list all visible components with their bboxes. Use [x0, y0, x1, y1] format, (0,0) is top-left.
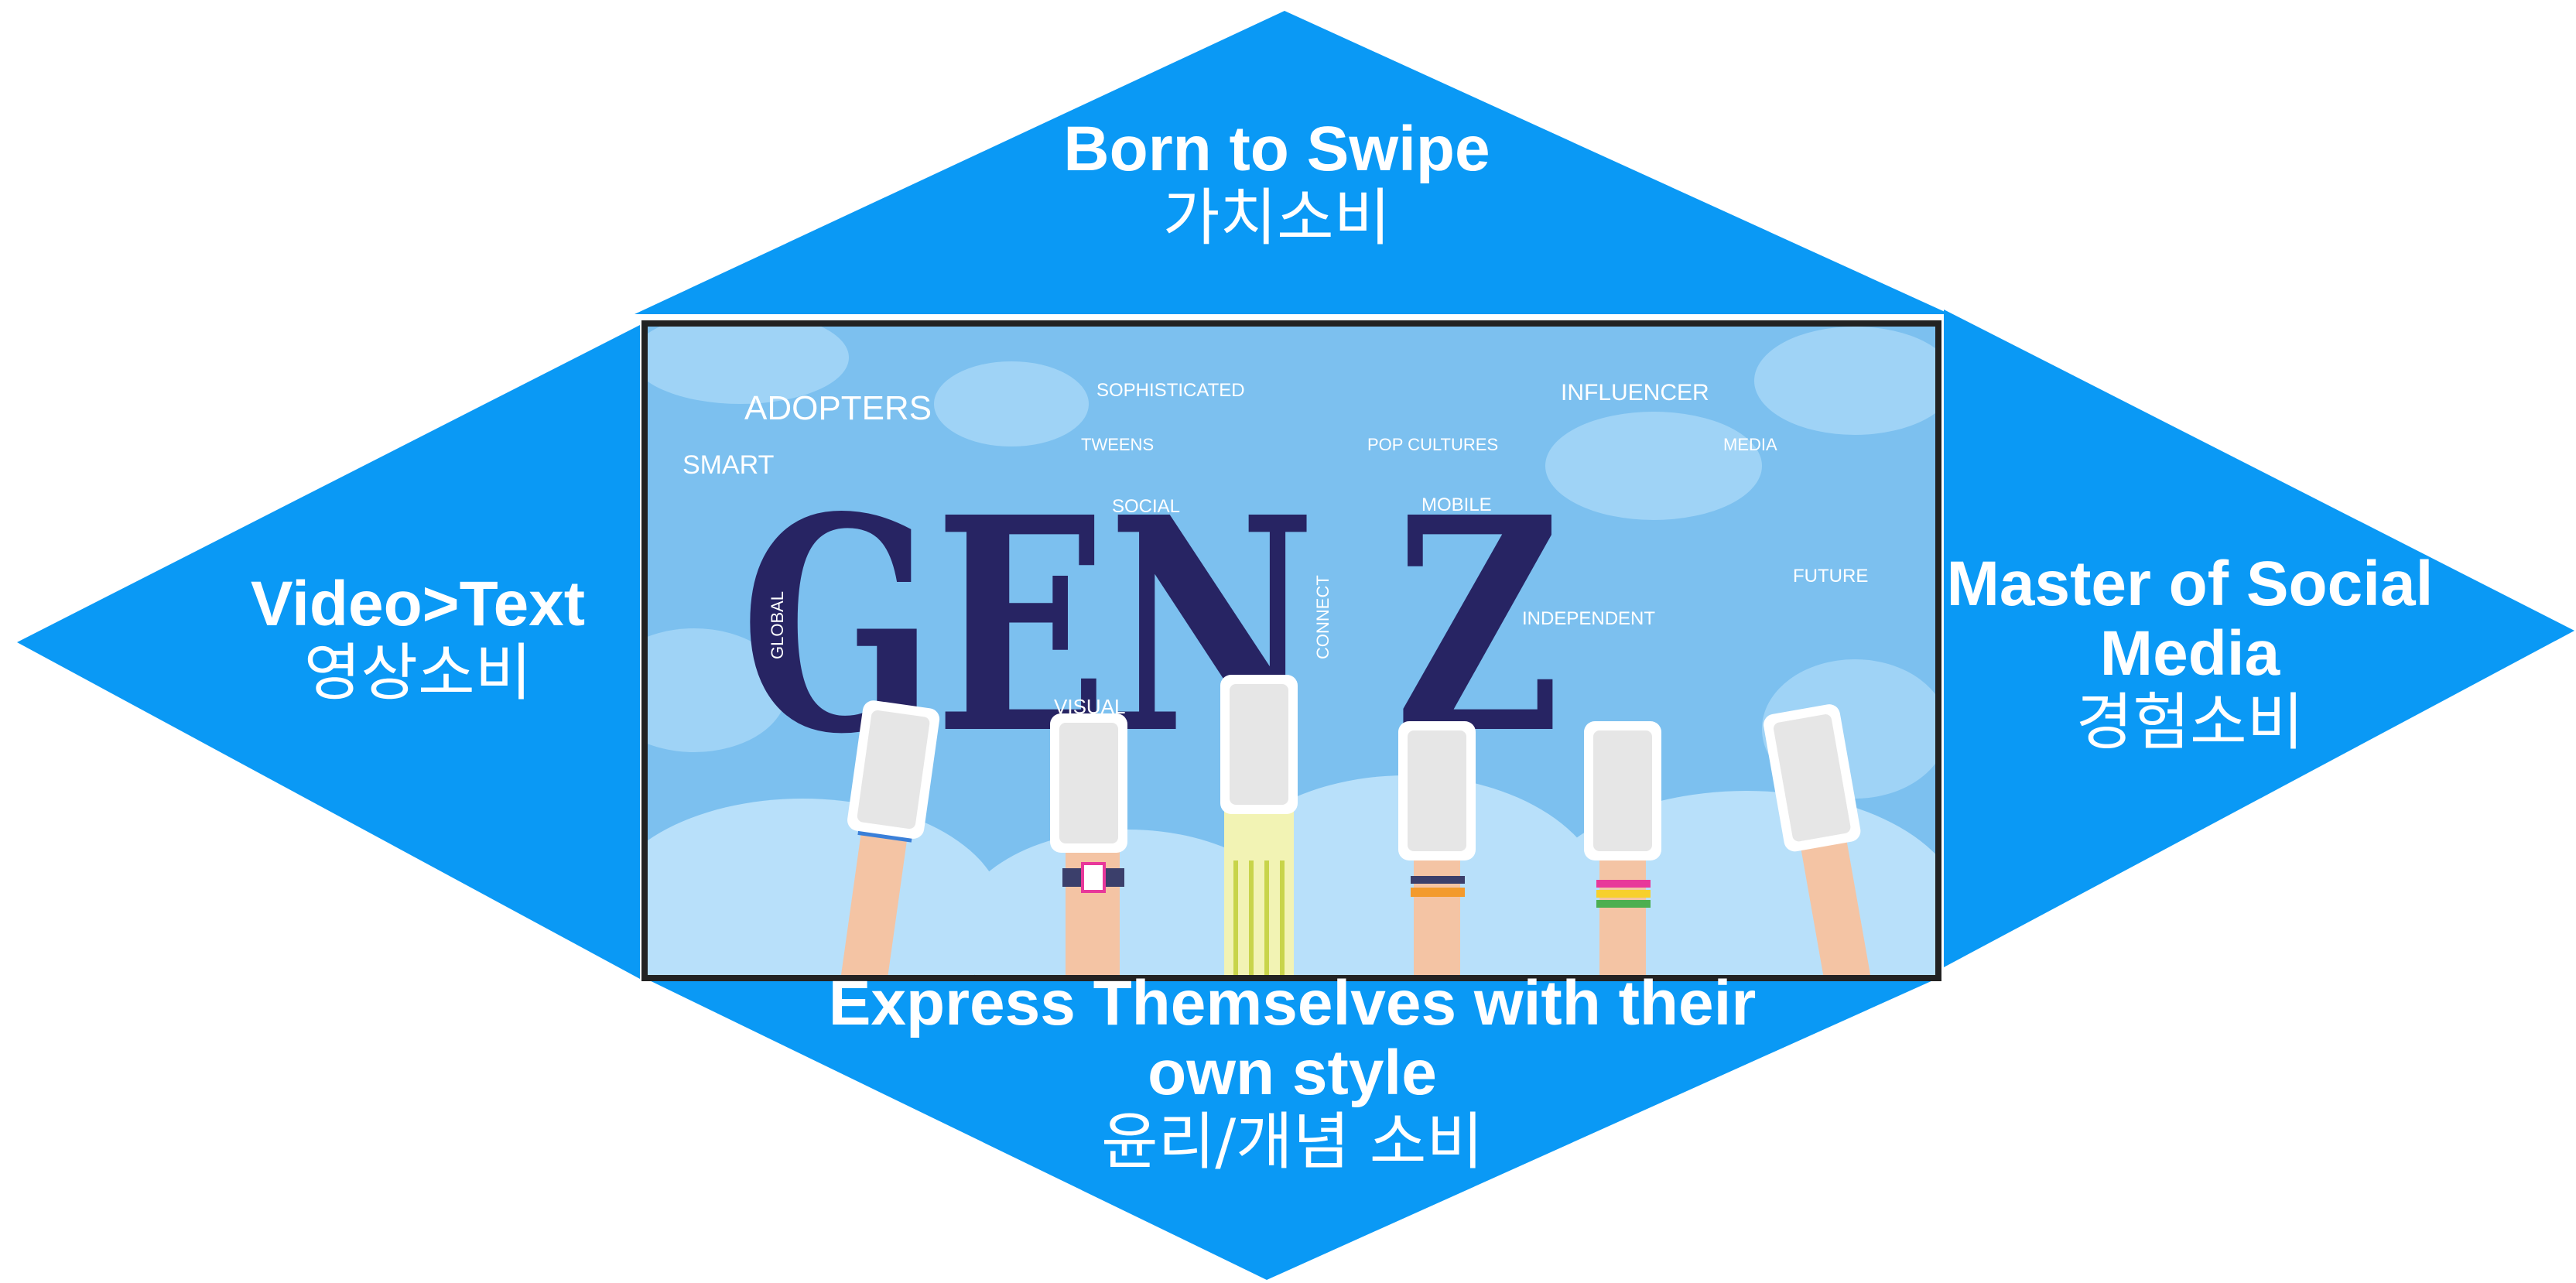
right-triangle	[1944, 310, 2574, 967]
left-triangle	[17, 325, 640, 979]
left-label-english: Video>Text	[250, 569, 586, 639]
top-label-english: Born to Swipe	[1063, 114, 1490, 184]
word-social: SOCIAL	[1112, 496, 1180, 517]
top-triangle	[635, 11, 1950, 314]
word-future: FUTURE	[1793, 566, 1868, 587]
word-influencer: INFLUENCER	[1561, 380, 1709, 405]
bottom-label-english-line1: Express Themselves with their	[828, 968, 1757, 1038]
right-label-english-line2: Media	[2099, 618, 2280, 689]
right-label-english-line1: Master of Social	[1946, 549, 2434, 619]
bottom-triangle	[641, 977, 1941, 1280]
genz-illustration: GEN Z ADOPTERS SMART SOPHISTICATED TWEEN…	[641, 320, 1941, 981]
word-media: MEDIA	[1723, 435, 1777, 454]
right-label: Master of Social Media 경험소비	[1919, 549, 2461, 757]
word-connect: CONNECT	[1313, 575, 1332, 659]
hands-with-phones	[838, 675, 1876, 975]
left-label-korean: 영상소비	[303, 637, 532, 710]
word-mobile: MOBILE	[1421, 494, 1492, 515]
word-adopters: ADOPTERS	[744, 389, 932, 427]
word-sophisticated: SOPHISTICATED	[1096, 380, 1245, 401]
word-global: GLOBAL	[768, 591, 787, 659]
top-label-korean: 가치소비	[1162, 182, 1391, 255]
bottom-label: Express Themselves with their own style …	[774, 968, 1811, 1179]
bottom-label-english-line2: own style	[1148, 1038, 1437, 1109]
bottom-label-korean: 윤리/개념 소비	[1101, 1106, 1483, 1179]
right-label-korean: 경험소비	[2075, 686, 2304, 759]
word-pop-cultures: POP CULTURES	[1367, 435, 1498, 454]
word-smart: SMART	[682, 450, 774, 480]
top-label: Born to Swipe 가치소비	[929, 114, 1625, 255]
word-tweens: TWEENS	[1081, 435, 1154, 454]
left-label: Video>Text 영상소비	[186, 569, 650, 710]
word-independent: INDEPENDENT	[1522, 608, 1655, 629]
